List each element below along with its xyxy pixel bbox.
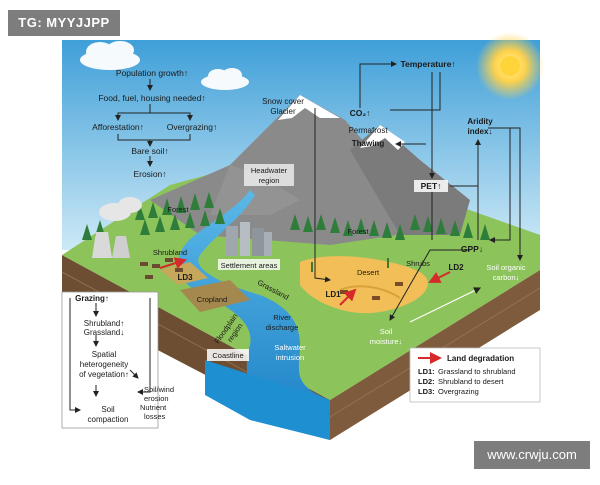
cloud-icon: [201, 68, 249, 90]
bare-soil-label: Bare soil↑: [131, 146, 168, 156]
temperature-label: Temperature↑: [400, 59, 455, 69]
soil-organic-label: Soil organic: [486, 263, 525, 272]
legend-ld2: LD2:: [418, 377, 435, 386]
ld2-arrow: [428, 271, 451, 283]
afforestation-label: Afforestation↑: [92, 122, 144, 132]
overgrazing-label: Overgrazing↑: [167, 122, 218, 132]
heterogeneity-label: heterogeneity: [80, 360, 128, 369]
ld3-label: LD3: [177, 273, 193, 282]
sun-core: [500, 56, 520, 76]
pet-label: PET↑: [421, 181, 442, 191]
legend-ld2-text: Shrubland to desert: [438, 377, 504, 386]
saltwater-label: Saltwater: [274, 343, 306, 352]
nutrient-label: Nutrient: [140, 403, 167, 412]
sea: [205, 360, 330, 440]
legend-ld3-text: Overgrazing: [438, 387, 479, 396]
saltwater-intrusion-label: intrusion: [276, 353, 304, 362]
forest-left-label: Forest: [167, 205, 189, 214]
shrubland-up-label: Shrubland↑: [84, 319, 124, 328]
grassland-down-label: Grassland↓: [84, 328, 124, 337]
shrubland-label: Shrubland: [153, 248, 187, 257]
livestock-icon: [140, 258, 183, 279]
field: [160, 262, 208, 285]
soil-wind-label: Soil/wind: [144, 385, 174, 394]
ld3-arrow: [159, 257, 187, 269]
snow-cover-label: Snow cover: [262, 97, 304, 106]
vegetation-label: of vegetation↑: [79, 370, 129, 379]
cropland-field: [180, 280, 250, 312]
compaction-label: compaction: [88, 415, 129, 424]
aridity-index-label: index↓: [468, 127, 493, 136]
co2-label: CO₂↑: [350, 108, 371, 118]
shrubs-label: Shrubs: [406, 259, 430, 268]
aridity-label: Aridity: [467, 117, 493, 126]
ld2-label: LD2: [448, 263, 464, 272]
watermark-bottom: www.crwju.com: [474, 441, 590, 469]
soil-organic-carbon-label: carbon↓: [493, 273, 520, 282]
compaction-soil-label: Soil: [101, 405, 115, 414]
cropland-label: Cropland: [197, 295, 227, 304]
ld1-label: LD1: [325, 290, 341, 299]
losses-label: losses: [144, 412, 166, 421]
headwater-region-label: region: [259, 176, 280, 185]
river: [178, 190, 330, 440]
glacier: [278, 95, 340, 120]
settlement-label: Settlement areas: [221, 261, 278, 270]
ld1-arrow: [339, 288, 357, 306]
forest-right: [290, 214, 490, 240]
settlement-buildings: [226, 222, 272, 256]
headwater-label: Headwater: [251, 166, 288, 175]
legend-ld1: LD1:: [418, 367, 435, 376]
erosion-label: Erosion↑: [133, 169, 166, 179]
cactus-icon: [311, 258, 389, 272]
population-label: Population growth↑: [116, 68, 188, 78]
legend-title: Land degradation: [447, 354, 514, 363]
mountain-right: [350, 125, 470, 235]
desert-label: Desert: [357, 268, 380, 277]
erosion-sub-label: erosion: [144, 394, 169, 403]
soil-moisture-label: Soil: [380, 327, 393, 336]
spatial-label: Spatial: [92, 350, 117, 359]
river-label: River: [273, 313, 291, 322]
food-label: Food, fuel, housing needed↑: [98, 93, 205, 103]
river-discharge-label: discharge: [266, 323, 299, 332]
permafrost-snow: [360, 125, 405, 150]
permafrost-label: Permafrost: [348, 126, 388, 135]
legend: Land degradation LD1: Grassland to shrub…: [409, 347, 541, 403]
coastline-label: Coastline: [212, 351, 243, 360]
power-plant-icon: [92, 197, 142, 258]
soil-moisture-value-label: moisture↓: [370, 337, 403, 346]
forest-right-label: Forest: [347, 227, 369, 236]
grazing-label: Grazing↑: [75, 294, 109, 303]
gpp-label: GPP↓: [461, 244, 483, 254]
legend-ld3: LD3:: [418, 387, 435, 396]
grazing-box: Grazing↑ Shrubland↑ Grassland↓ Spatial h…: [61, 291, 174, 429]
cloud-icon: [80, 41, 140, 70]
glacier-label: Glacier: [270, 107, 296, 116]
thawing-label: Thawing: [352, 139, 385, 148]
legend-ld1-text: Grassland to shrubland: [438, 367, 516, 376]
watermark-top: TG: MYYJJPP: [8, 10, 120, 36]
desert-area: [300, 256, 428, 314]
